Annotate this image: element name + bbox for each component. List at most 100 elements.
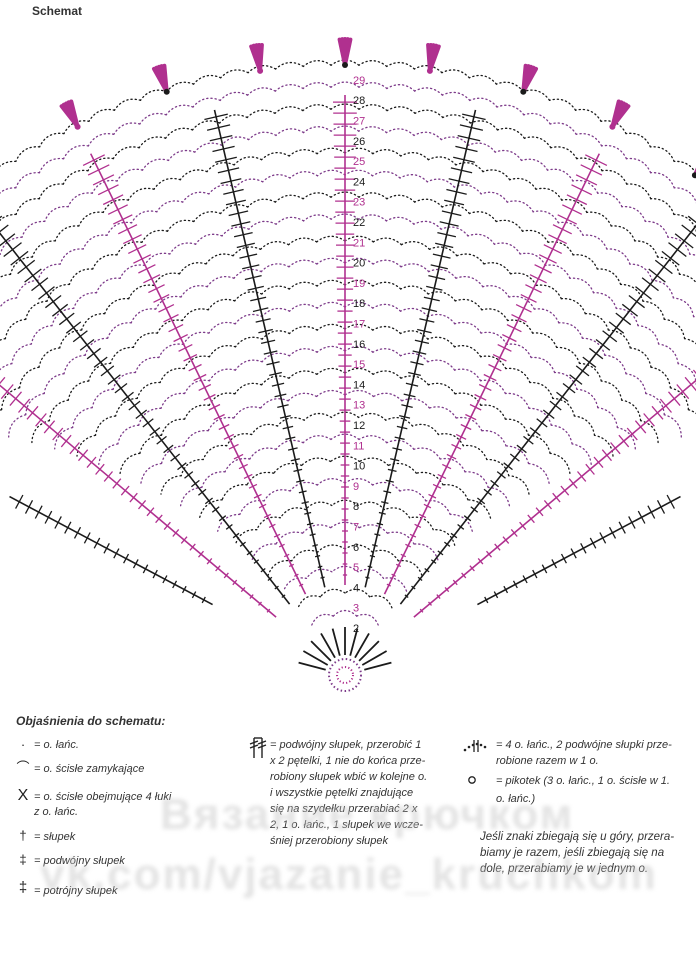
chain-arc <box>576 388 599 409</box>
stitch-bar <box>208 403 221 411</box>
stitch-bar <box>312 544 318 547</box>
chain-arc <box>274 106 304 114</box>
stitch-bar <box>97 184 119 196</box>
petal-stitch <box>59 104 80 129</box>
stitch-bar <box>421 307 438 313</box>
stitch-bar <box>585 463 595 475</box>
stitch-bar <box>444 586 450 593</box>
chain-arc <box>426 178 455 188</box>
base-stitch <box>310 640 332 662</box>
stitch-bar <box>534 264 552 274</box>
chain-arc <box>626 183 652 200</box>
chain-arc <box>233 156 263 166</box>
stitch-bar <box>569 374 583 385</box>
chain-arc <box>114 397 138 417</box>
stitch-bar <box>469 403 482 411</box>
stitch-bar <box>3 242 22 258</box>
chain-arc <box>592 292 617 310</box>
chain-arc <box>301 524 332 534</box>
chain-arc <box>166 81 195 93</box>
stitch-bar <box>570 548 577 559</box>
stitch-bar <box>465 413 477 421</box>
petal-stitch <box>426 43 432 73</box>
chain-arc <box>275 128 305 137</box>
stitch-bar <box>190 479 200 488</box>
chain-arc <box>527 462 550 484</box>
stitch-bar <box>462 113 486 121</box>
chain-arc <box>62 144 90 160</box>
stitch-bar <box>26 405 39 420</box>
chain-arc <box>235 178 264 188</box>
round-number: 20 <box>353 258 365 270</box>
stitch-bar <box>52 427 64 441</box>
stitch-bar <box>509 453 520 462</box>
stitch-bar <box>0 215 3 219</box>
chain-arc <box>645 392 665 416</box>
stitch-bar <box>580 542 587 554</box>
stitch-bar <box>599 532 607 544</box>
stitch-bar <box>113 214 133 225</box>
chain-arc <box>116 168 144 182</box>
stitch-bar <box>181 585 187 594</box>
chain-arc <box>508 475 530 495</box>
stitch-bar <box>463 515 472 522</box>
chain-arc <box>480 191 508 203</box>
chain-arc <box>546 168 574 182</box>
legend-row-cross-tr-1: = podwójny słupek, przerobić 1 <box>270 739 422 751</box>
chain-arc <box>316 279 346 287</box>
stitch-bar <box>114 382 128 394</box>
chain-arc <box>399 174 428 183</box>
stitch-bar <box>435 242 454 249</box>
stitch-spoke <box>399 224 696 605</box>
chain-arc <box>38 157 65 174</box>
stitch-bar <box>15 494 24 509</box>
stitch-bar <box>267 576 273 582</box>
legend-note-1: Jeśli znaki zbiegają się u góry, przera- <box>480 831 675 843</box>
round-number: 15 <box>353 359 365 371</box>
chain-arc <box>250 423 279 436</box>
stitch-bar <box>549 400 562 411</box>
stitch-bar <box>148 284 165 294</box>
stitch-bar <box>589 537 597 549</box>
chain-arc <box>160 392 186 409</box>
chain-arc <box>302 82 332 90</box>
dc-icon: † <box>19 828 27 843</box>
chain-arc <box>650 198 675 216</box>
chain-arc <box>275 216 305 225</box>
chain-arc <box>344 169 374 177</box>
stitch-bar <box>163 314 179 323</box>
stitch-bar <box>428 274 446 281</box>
chain-arc <box>441 69 470 79</box>
stitch-bar <box>266 361 280 366</box>
stitch-bar <box>223 188 244 195</box>
chain-arc <box>259 398 289 409</box>
chain-arc <box>427 336 456 348</box>
stitch-bar <box>142 418 154 428</box>
chain-arc <box>573 415 596 436</box>
stitch-bar <box>79 338 95 351</box>
stitch-bar <box>516 444 527 454</box>
stitch-bar <box>296 479 305 483</box>
stitch-bar <box>217 167 240 174</box>
stitch-bar <box>188 363 202 372</box>
chain-arc <box>575 133 603 147</box>
legend-row-cross-tr-6: 2, 1 o. łańc., 1 słupek we wcze- <box>270 819 423 831</box>
chain-arc <box>71 406 93 429</box>
stitch-bar <box>419 608 424 613</box>
stitch-bar <box>417 328 432 334</box>
petal-fans <box>59 37 696 179</box>
stitch-bar <box>274 393 287 398</box>
chain-arc <box>67 192 93 208</box>
stitch-bar <box>399 414 411 419</box>
chain-arc <box>316 478 346 486</box>
chain-arc <box>78 211 104 227</box>
stitch-bar <box>135 409 148 420</box>
stitch-bar <box>615 312 632 326</box>
chain-arc <box>469 97 498 108</box>
chain-arc <box>496 104 525 116</box>
stitch-bar <box>271 382 285 387</box>
stitch-bar <box>228 210 249 217</box>
stitch-bar <box>396 425 408 430</box>
chain-arc <box>532 210 560 224</box>
chain-arc <box>267 559 293 576</box>
